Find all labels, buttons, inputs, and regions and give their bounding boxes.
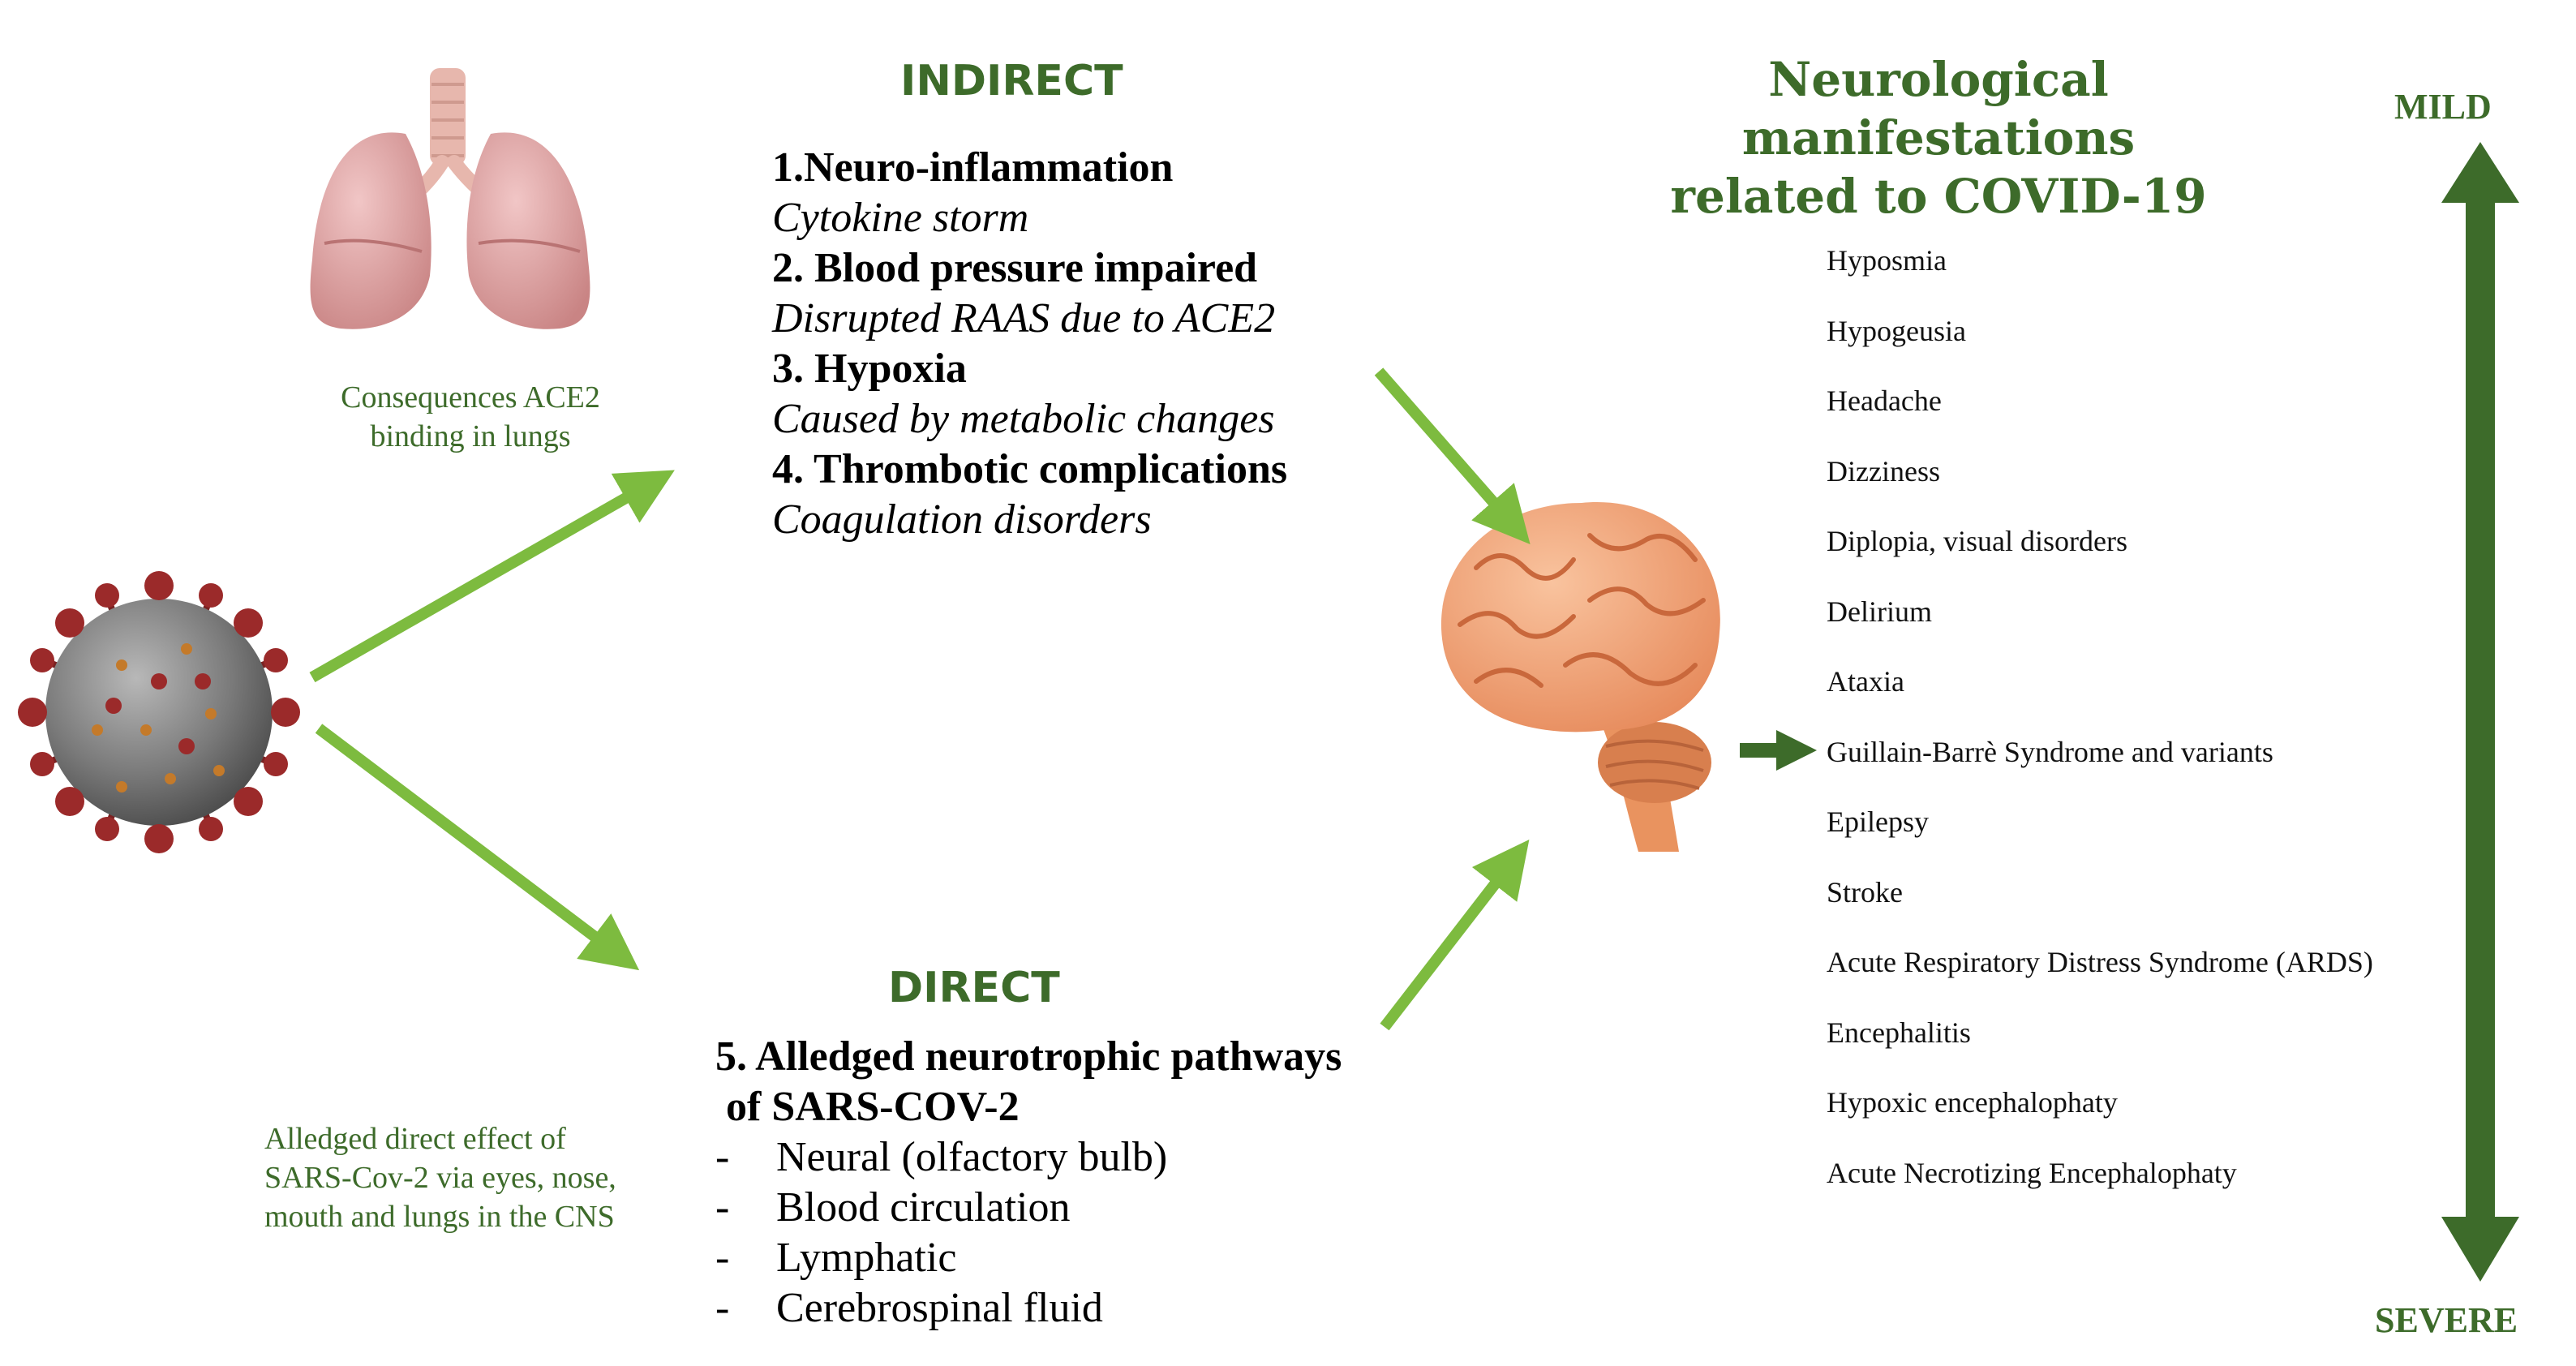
symptom-item: Encephalitis (1827, 1016, 1971, 1049)
indirect-list: 1.Neuro-inflammation Cytokine storm 2. B… (772, 143, 1287, 545)
symptom-item: Acute Necrotizing Encephalophaty (1827, 1156, 2237, 1189)
symptom-item: Diplopia, visual disorders (1827, 525, 2127, 557)
arrow-indirect-to-brain (1374, 367, 1531, 544)
pathway-item: -Blood circulation (715, 1184, 1071, 1231)
pathway-item: -Lymphatic (715, 1235, 957, 1281)
lungs-icon (310, 68, 590, 329)
direct-heading-line2: of SARS-COV-2 (715, 1084, 1020, 1130)
arrow-virus-to-indirect (309, 470, 675, 683)
indirect-heading-4: 4. Thrombotic complications (772, 446, 1288, 492)
indirect-heading-1: 1.Neuro-inflammation (772, 144, 1174, 191)
direct-title: DIRECT (888, 964, 1060, 1012)
direct-heading-line1: 5. Alledged neurotrophic pathways (715, 1033, 1342, 1080)
direct-effect-caption: Alledged direct effect of SARS-Cov-2 via… (264, 1122, 616, 1234)
severity-mild-label: MILD (2394, 87, 2492, 127)
symptom-item: Delirium (1827, 595, 1932, 628)
symptom-item: Hyposmia (1827, 244, 1947, 277)
indirect-heading-2: 2. Blood pressure impaired (772, 245, 1258, 291)
symptom-item: Guillain-Barrè Syndrome and variants (1827, 735, 2273, 768)
indirect-heading-3: 3. Hypoxia (772, 346, 967, 392)
indirect-title: INDIRECT (900, 57, 1123, 105)
pathway-label: Neural (olfactory bulb) (776, 1134, 1168, 1180)
virus-icon (18, 571, 300, 853)
severity-arrow (2441, 142, 2519, 1282)
indirect-detail-1: Cytokine storm (772, 195, 1029, 241)
arrow-brain-to-list (1740, 730, 1817, 771)
pathway-item: -Neural (olfactory bulb) (715, 1134, 1168, 1180)
severity-severe-label: SEVERE (2375, 1300, 2518, 1340)
manifestations-title: Neurological manifestations related to C… (1670, 52, 2207, 224)
symptom-item: Headache (1827, 384, 1942, 417)
symptom-item: Ataxia (1827, 665, 1904, 698)
symptom-item: Hypogeusia (1827, 314, 1966, 347)
lungs-caption: Consequences ACE2 binding in lungs (341, 380, 600, 453)
symptom-item: Acute Respiratory Distress Syndrome (ARD… (1827, 946, 2373, 978)
direct-list: 5. Alledged neurotrophic pathways of SAR… (715, 1032, 1342, 1334)
pathway-label: Cerebrospinal fluid (776, 1285, 1103, 1331)
pathway-label: Lymphatic (776, 1235, 957, 1281)
manifestations-list: Hyposmia Hypogeusia Headache Dizziness D… (1827, 243, 2373, 1226)
arrow-direct-to-brain (1380, 840, 1530, 1031)
symptom-item: Epilepsy (1827, 805, 1929, 838)
arrow-virus-to-direct (315, 724, 640, 971)
indirect-detail-4: Coagulation disorders (772, 496, 1152, 543)
pathway-item: -Cerebrospinal fluid (715, 1285, 1103, 1331)
symptom-item: Stroke (1827, 875, 1903, 909)
pathway-label: Blood circulation (776, 1184, 1071, 1231)
indirect-detail-2: Disrupted RAAS due to ACE2 (772, 295, 1276, 342)
flow-arrows (309, 367, 1531, 1031)
symptom-item: Dizziness (1827, 454, 1940, 488)
indirect-detail-3: Caused by metabolic changes (772, 396, 1275, 442)
brain-icon (1440, 502, 1720, 852)
symptom-item: Hypoxic encephalophaty (1827, 1086, 2118, 1119)
